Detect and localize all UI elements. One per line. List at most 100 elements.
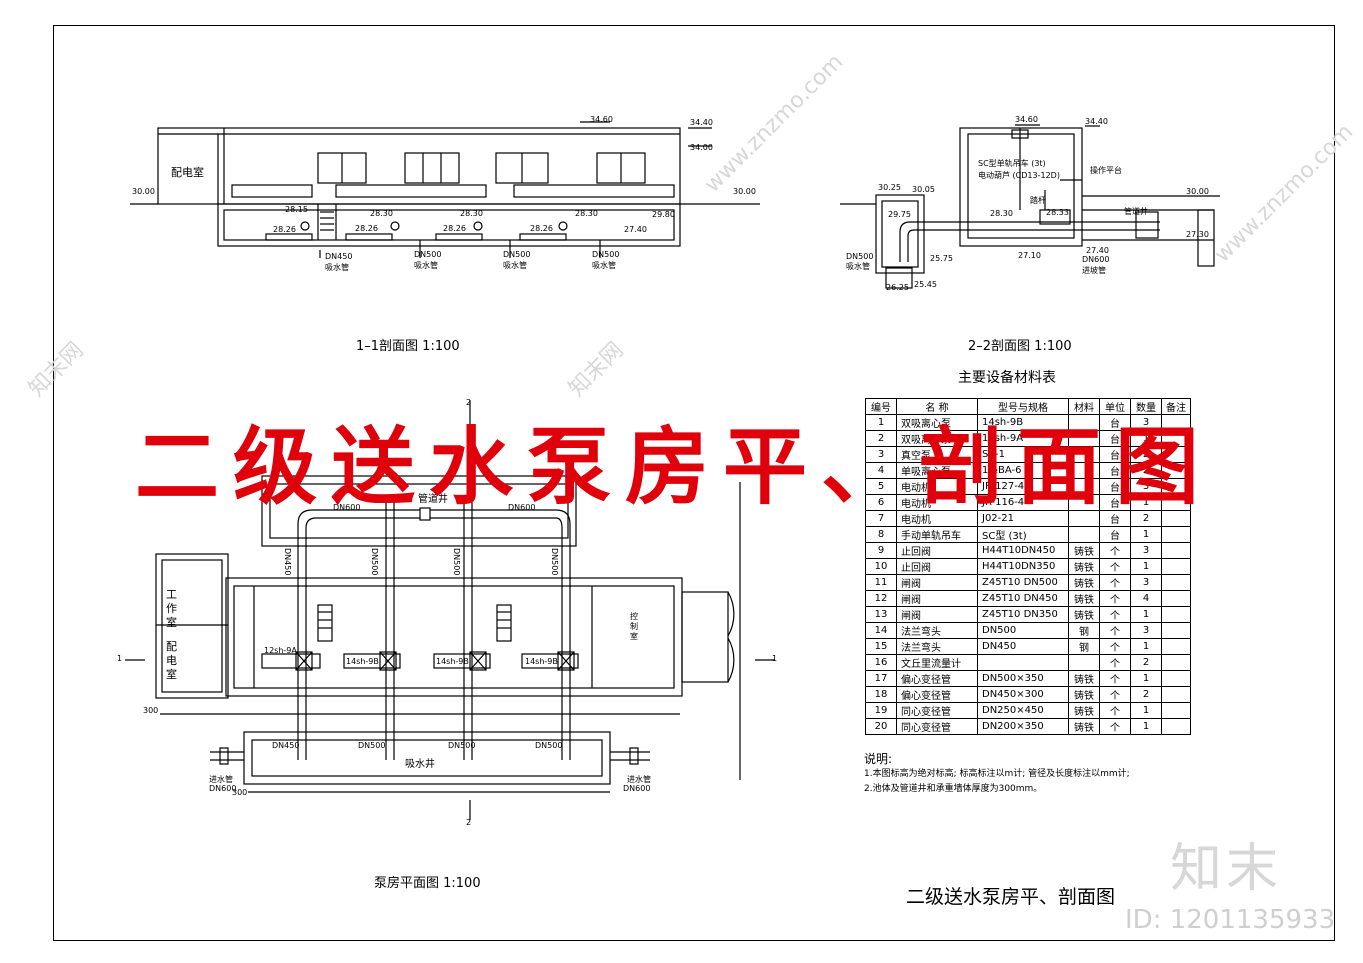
plan-room-control: 控制室 — [630, 612, 638, 641]
sec11-pipe: DN500 — [414, 250, 442, 259]
table-cell: SC型 (3t) — [977, 526, 1069, 543]
table-cell: 铸铁 — [1068, 574, 1100, 591]
sec22-label: DN600 — [1082, 255, 1110, 264]
plan-drawing — [125, 400, 775, 820]
table-cell: 偏心变径管 — [896, 686, 978, 703]
plan-pipe-label: DN500 — [370, 548, 379, 576]
table-cell — [1161, 542, 1191, 559]
sec11-level: 34.40 — [690, 118, 713, 127]
plan-caption: 泵房平面图 1:100 — [374, 876, 481, 891]
table-cell — [1161, 718, 1191, 735]
table-cell: 个 — [1099, 638, 1131, 655]
table-cell: 铸铁 — [1068, 686, 1100, 703]
sec22-level: 34.40 — [1085, 117, 1108, 126]
table-cell: DN450 — [977, 638, 1069, 655]
sec22-level: 25.45 — [914, 280, 937, 289]
table-cell: 4 — [1130, 590, 1162, 607]
plan-inlet-label: 进水管 — [209, 775, 233, 784]
table-cell: 12 — [865, 590, 897, 607]
plan-section-mark: 2 — [466, 818, 472, 827]
table-cell: 1 — [1130, 718, 1162, 735]
table-cell: 1 — [1130, 606, 1162, 623]
plan-room-switch: 配电室 — [166, 640, 177, 681]
sec22-label: 吸水管 — [846, 262, 870, 271]
sec22-label: SC型单轨吊车 (3t) — [978, 159, 1046, 168]
plan-pipe-label: DN450 — [272, 741, 300, 750]
table-cell: 铸铁 — [1068, 558, 1100, 575]
table-cell: 20 — [865, 718, 897, 735]
table-title: 主要设备材料表 — [958, 370, 1056, 386]
table-cell: 个 — [1099, 606, 1131, 623]
drawing-frame — [53, 25, 1335, 941]
table-cell: 个 — [1099, 686, 1131, 703]
table-cell: 1 — [1130, 526, 1162, 543]
table-cell: 个 — [1099, 574, 1131, 591]
table-cell: 16 — [865, 654, 897, 671]
sec11-level: 28.26 — [273, 225, 296, 234]
table-cell: 手动单轨吊车 — [896, 526, 978, 543]
table-cell: 10 — [865, 558, 897, 575]
sec22-label: 电动葫芦 (CD13-12D) — [978, 171, 1060, 180]
sec22-level: 28.30 — [990, 209, 1013, 218]
plan-pipe-label: DN500 — [550, 548, 559, 576]
plan-pump-label: 12sh-9A — [264, 646, 297, 655]
sec22-label: 踏杆 — [1030, 196, 1046, 205]
sec11-level: 28.30 — [575, 209, 598, 218]
plan-section-mark: 1 — [772, 654, 778, 663]
table-cell: 个 — [1099, 542, 1131, 559]
table-cell: 文丘里流量计 — [896, 654, 978, 671]
table-cell: 1 — [1130, 638, 1162, 655]
sec11-pipe: 吸水管 — [503, 261, 527, 270]
plan-pipe-label: DN600 — [508, 503, 536, 512]
table-cell: 1 — [1130, 702, 1162, 719]
table-cell: 8 — [865, 526, 897, 543]
sec11-level: 34.60 — [590, 115, 613, 124]
table-cell — [1068, 654, 1100, 671]
sec11-pipe: DN500 — [592, 250, 620, 259]
sec11-pipe: 吸水管 — [325, 263, 349, 272]
table-cell: 铸铁 — [1068, 542, 1100, 559]
table-cell: 止回阀 — [896, 542, 978, 559]
table-cell: 15 — [865, 638, 897, 655]
sec22-level: 27.10 — [1018, 251, 1041, 260]
sec22-level: 26.25 — [886, 283, 909, 292]
sec11-level: 28.26 — [443, 224, 466, 233]
table-cell — [1161, 590, 1191, 607]
sec11-level: 28.30 — [460, 209, 483, 218]
watermark-logo: 知末 — [1170, 839, 1283, 899]
table-cell — [1161, 702, 1191, 719]
table-cell: 个 — [1099, 702, 1131, 719]
table-cell: 个 — [1099, 590, 1131, 607]
table-cell: 闸阀 — [896, 574, 978, 591]
table-cell — [1161, 670, 1191, 687]
sec22-level: 29.75 — [888, 210, 911, 219]
plan-room-suction-well: 吸水井 — [405, 759, 435, 770]
plan-room-pipe-shaft: 管道井 — [418, 494, 448, 505]
table-cell: 个 — [1099, 558, 1131, 575]
table-cell: 17 — [865, 670, 897, 687]
table-cell: 3 — [1130, 574, 1162, 591]
table-cell: 法兰弯头 — [896, 638, 978, 655]
plan-pump-label: 14sh-9B — [346, 657, 379, 666]
plan-pipe-label: DN450 — [283, 548, 292, 576]
table-cell: 铸铁 — [1068, 670, 1100, 687]
table-cell: 14 — [865, 622, 897, 639]
sec11-pipe: DN500 — [503, 250, 531, 259]
table-header-row: 编号 名 称 型号与规格 材料 单位 数量 备注 — [865, 398, 1191, 415]
table-cell — [1068, 526, 1100, 543]
plan-pump-label: 14sh-9B — [525, 657, 558, 666]
red-title-banner: 二级送水泵房平、剖面图 — [135, 417, 1214, 516]
note-item: 2.池体及管道井和承重墙体厚度为300mm。 — [864, 784, 1043, 794]
